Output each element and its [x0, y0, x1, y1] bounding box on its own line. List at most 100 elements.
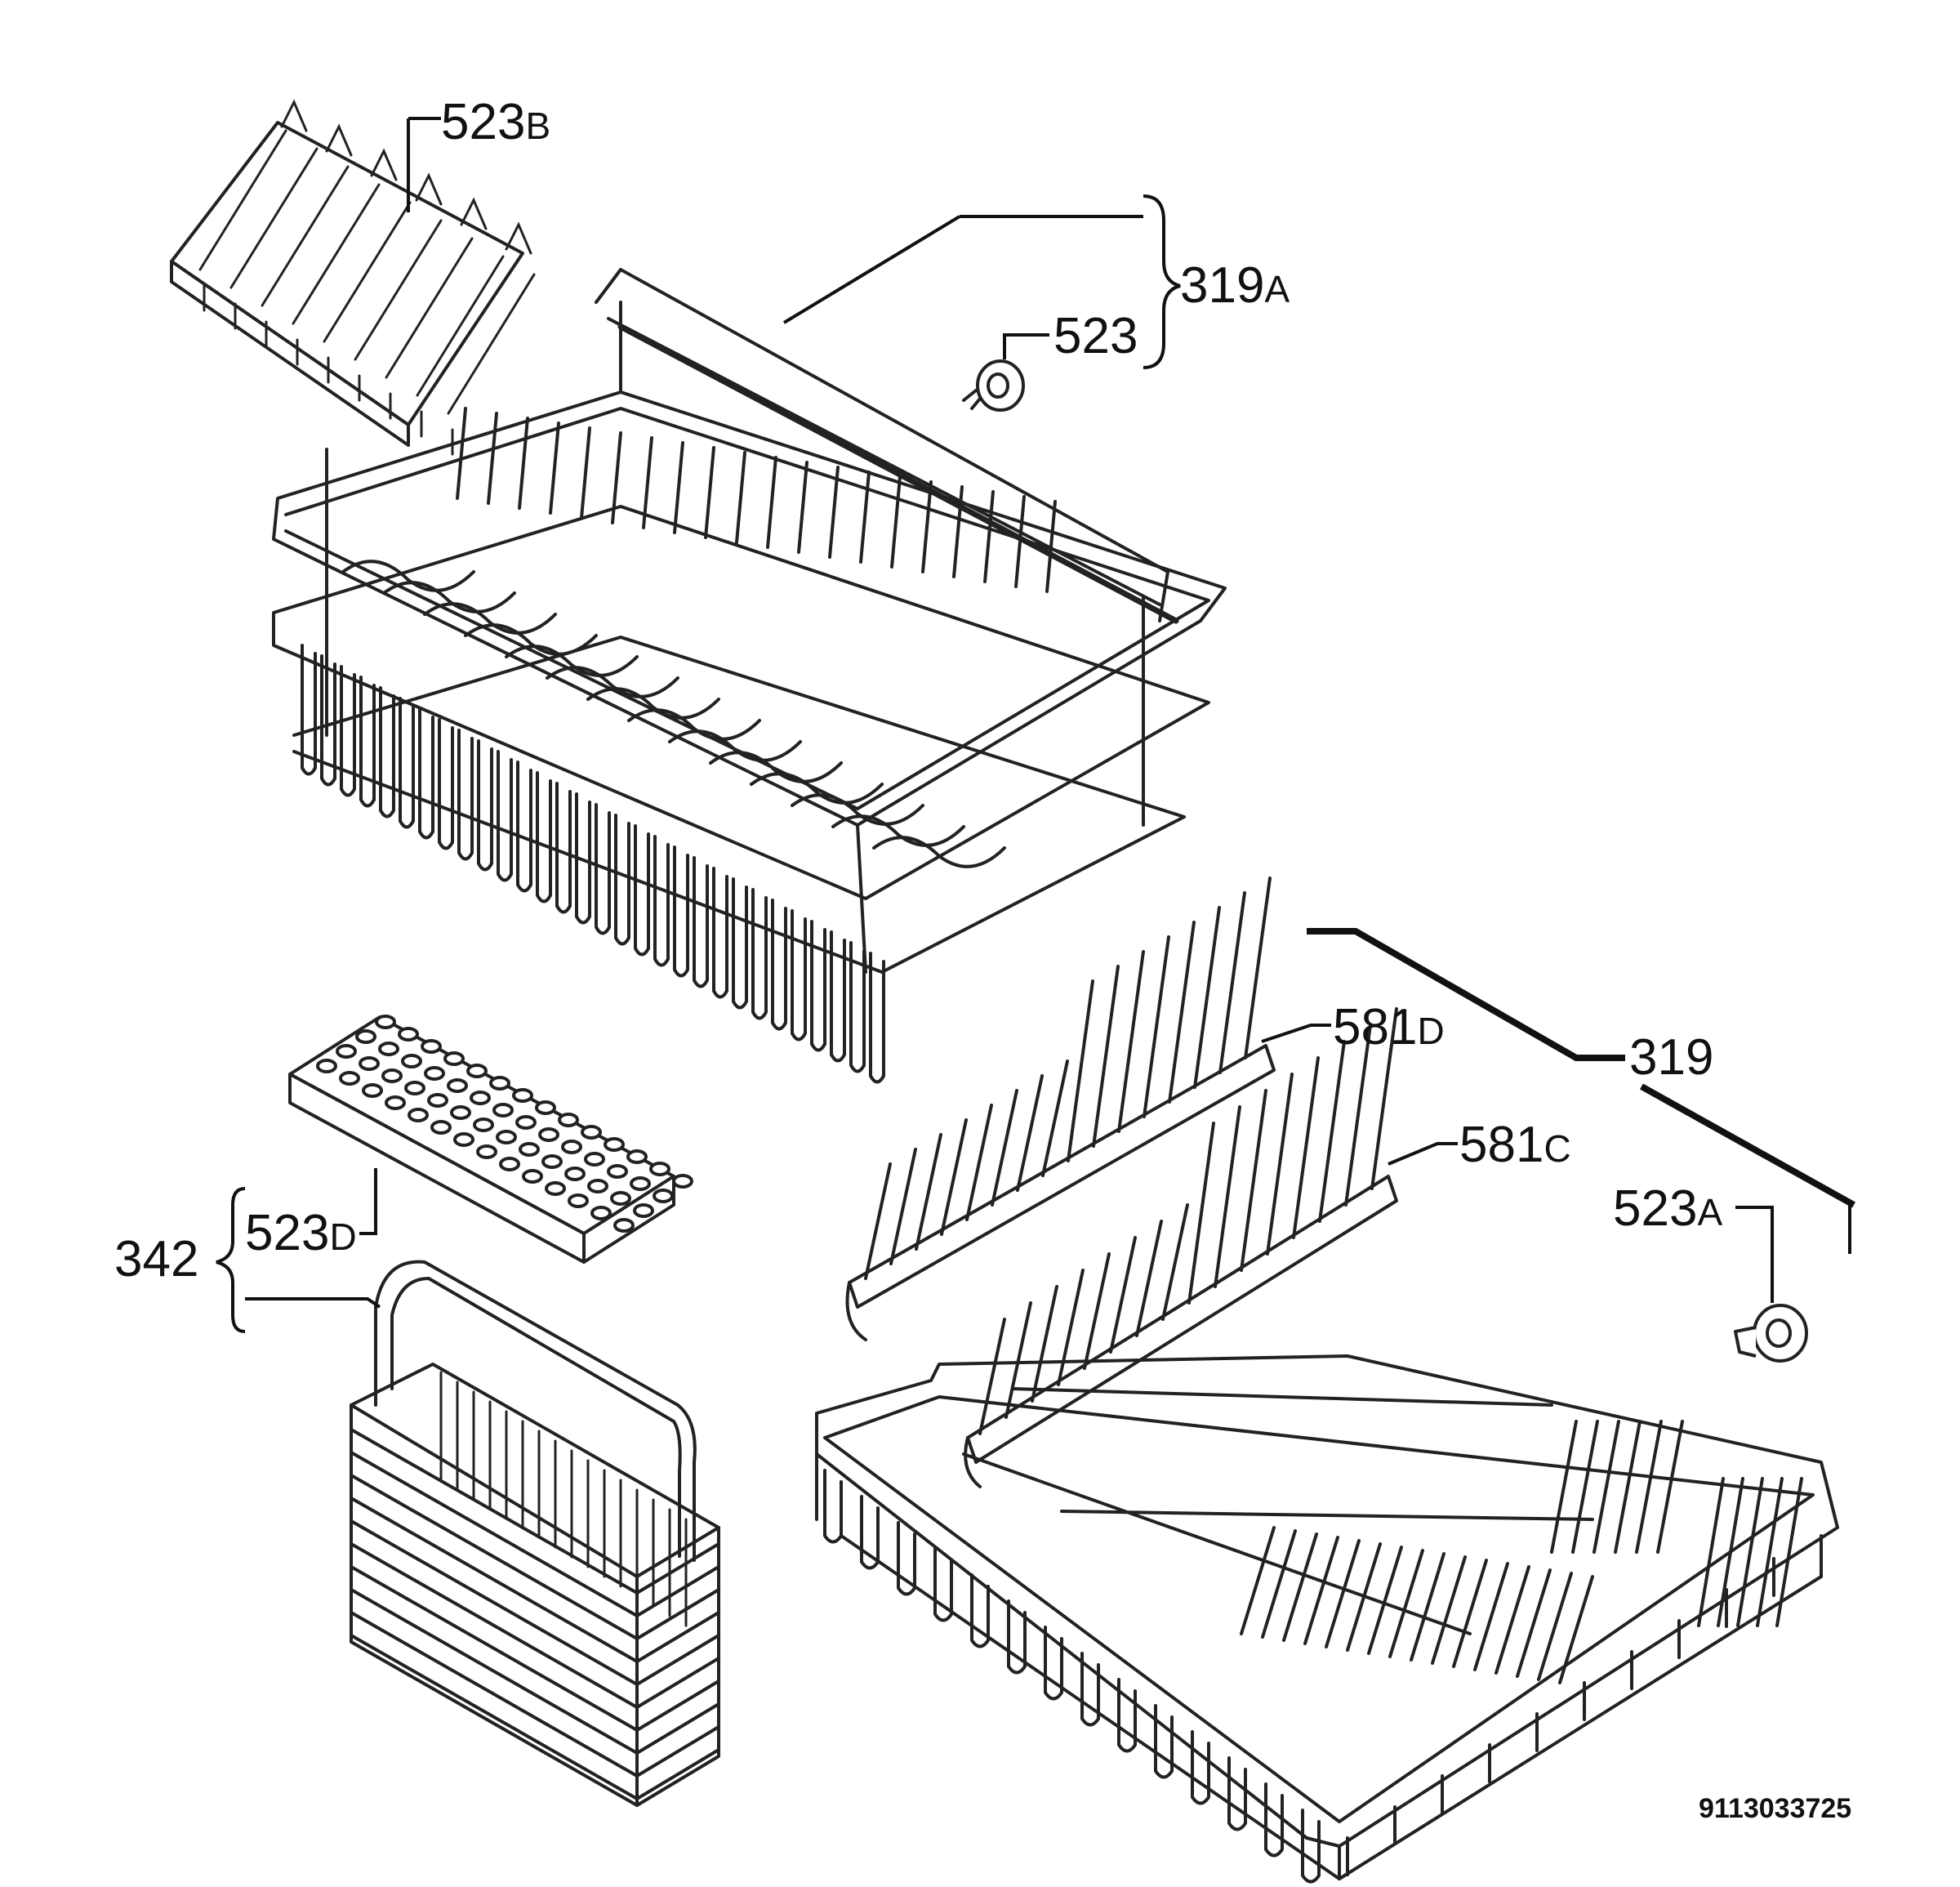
basket-tine: [673, 441, 684, 534]
rack-tine: [889, 1148, 917, 1265]
lower-bar: [970, 1573, 990, 1648]
label-581d: 581D: [1333, 999, 1445, 1055]
basket-bar: [379, 686, 395, 819]
lid-hole: [568, 1193, 589, 1208]
lid-hole: [398, 1027, 419, 1042]
basket-tine: [704, 446, 715, 539]
lid-hole: [672, 1174, 693, 1189]
lid-hole: [447, 1078, 468, 1093]
rack-peak: [505, 221, 532, 255]
lower-bar: [860, 1495, 880, 1570]
basket-bar: [771, 899, 787, 1031]
lid-hole: [424, 1066, 445, 1081]
lid-hole: [519, 1142, 540, 1157]
lid-hole: [649, 1162, 670, 1176]
basket-hoop: [350, 1451, 720, 1617]
rack-tine: [915, 1133, 942, 1251]
lower-bar: [1117, 1678, 1137, 1753]
lower-tine: [1494, 1565, 1530, 1675]
rack-tine: [1004, 1301, 1032, 1419]
basket-bar: [477, 739, 493, 872]
lid-hole: [450, 1105, 471, 1120]
lid-hole: [489, 1076, 510, 1091]
part-523d-basket-lid: [288, 1015, 693, 1264]
lid-hole: [604, 1137, 625, 1152]
part-523-wheel: [962, 359, 1025, 412]
lower-tine: [1697, 1477, 1725, 1627]
basket-tine: [580, 426, 591, 520]
basket-hoop: [350, 1497, 720, 1663]
basket-wave: [831, 814, 965, 847]
rack-tine: [1057, 1269, 1085, 1386]
label-523: 523: [1054, 308, 1138, 364]
rack-tine: [1161, 1203, 1189, 1321]
basket-tine: [1014, 495, 1026, 588]
lid-hole: [336, 1044, 357, 1059]
lid-hole: [362, 1083, 383, 1098]
part-342-cutlery-basket: [350, 1260, 720, 1807]
lid-hole: [378, 1042, 399, 1056]
basket-bar: [418, 707, 434, 840]
basket-bar: [751, 888, 768, 1020]
label-581c: 581C: [1459, 1117, 1571, 1173]
rack-peak: [325, 123, 353, 157]
part-523a-wheel: [1734, 1304, 1808, 1363]
rack-tine: [1214, 1105, 1241, 1288]
lower-bar: [1264, 1782, 1284, 1858]
rack-tine: [1370, 1007, 1398, 1190]
rack-rib: [198, 129, 287, 271]
rack-tine: [1218, 891, 1246, 1074]
lid-hole: [535, 1100, 556, 1115]
basket-wave: [546, 666, 679, 698]
lower-tine: [1736, 1477, 1764, 1627]
lower-bar: [1227, 1756, 1247, 1831]
lid-hole: [613, 1218, 635, 1233]
basket-tine: [1045, 500, 1057, 593]
rack-rib: [229, 147, 318, 289]
rack-tine: [1067, 979, 1094, 1162]
rack-tine: [1143, 935, 1170, 1118]
lower-tine: [1346, 1542, 1382, 1652]
basket-hoop: [350, 1611, 720, 1778]
lid-hole: [385, 1095, 406, 1110]
basket-bar: [810, 920, 826, 1052]
lid-hole: [564, 1167, 586, 1181]
leader-lines: [216, 117, 1855, 1333]
basket-bar: [536, 771, 552, 903]
part-319-lower-basket: [815, 1354, 1839, 1884]
basket-bar: [359, 676, 376, 808]
lower-bar: [1080, 1652, 1100, 1727]
lower-tine: [1592, 1420, 1620, 1554]
lid-hole: [492, 1103, 514, 1117]
lid-hole: [512, 1088, 533, 1103]
basket-bar: [457, 729, 474, 861]
basket-hoop: [350, 1565, 720, 1732]
rack-rib: [416, 255, 505, 397]
lower-tine: [1558, 1575, 1594, 1684]
lid-hole: [541, 1154, 563, 1169]
lid-hole: [496, 1130, 517, 1144]
lid-hole: [476, 1144, 497, 1159]
lid-hole: [522, 1169, 543, 1184]
basket-wave: [341, 560, 475, 592]
basket-bar: [712, 867, 728, 999]
basket-bar: [653, 835, 670, 967]
basket-hoop: [350, 1428, 720, 1595]
lower-bar: [1154, 1704, 1174, 1779]
rack-tine: [1092, 965, 1120, 1148]
lid-hole: [466, 1064, 488, 1078]
lid-hole: [404, 1081, 425, 1095]
basket-tine: [642, 436, 653, 529]
basket-hoop: [350, 1474, 720, 1640]
rack-tine: [1083, 1252, 1111, 1370]
lower-tine: [1325, 1539, 1361, 1648]
lid-hole: [610, 1191, 631, 1206]
rack-tine: [991, 1089, 1018, 1207]
basket-bar: [673, 845, 689, 978]
lid-hole: [545, 1181, 566, 1196]
lower-tine: [1431, 1555, 1467, 1665]
rack-tine: [965, 1104, 993, 1221]
rack-tine: [1016, 1074, 1044, 1192]
basket-wave: [750, 772, 884, 805]
